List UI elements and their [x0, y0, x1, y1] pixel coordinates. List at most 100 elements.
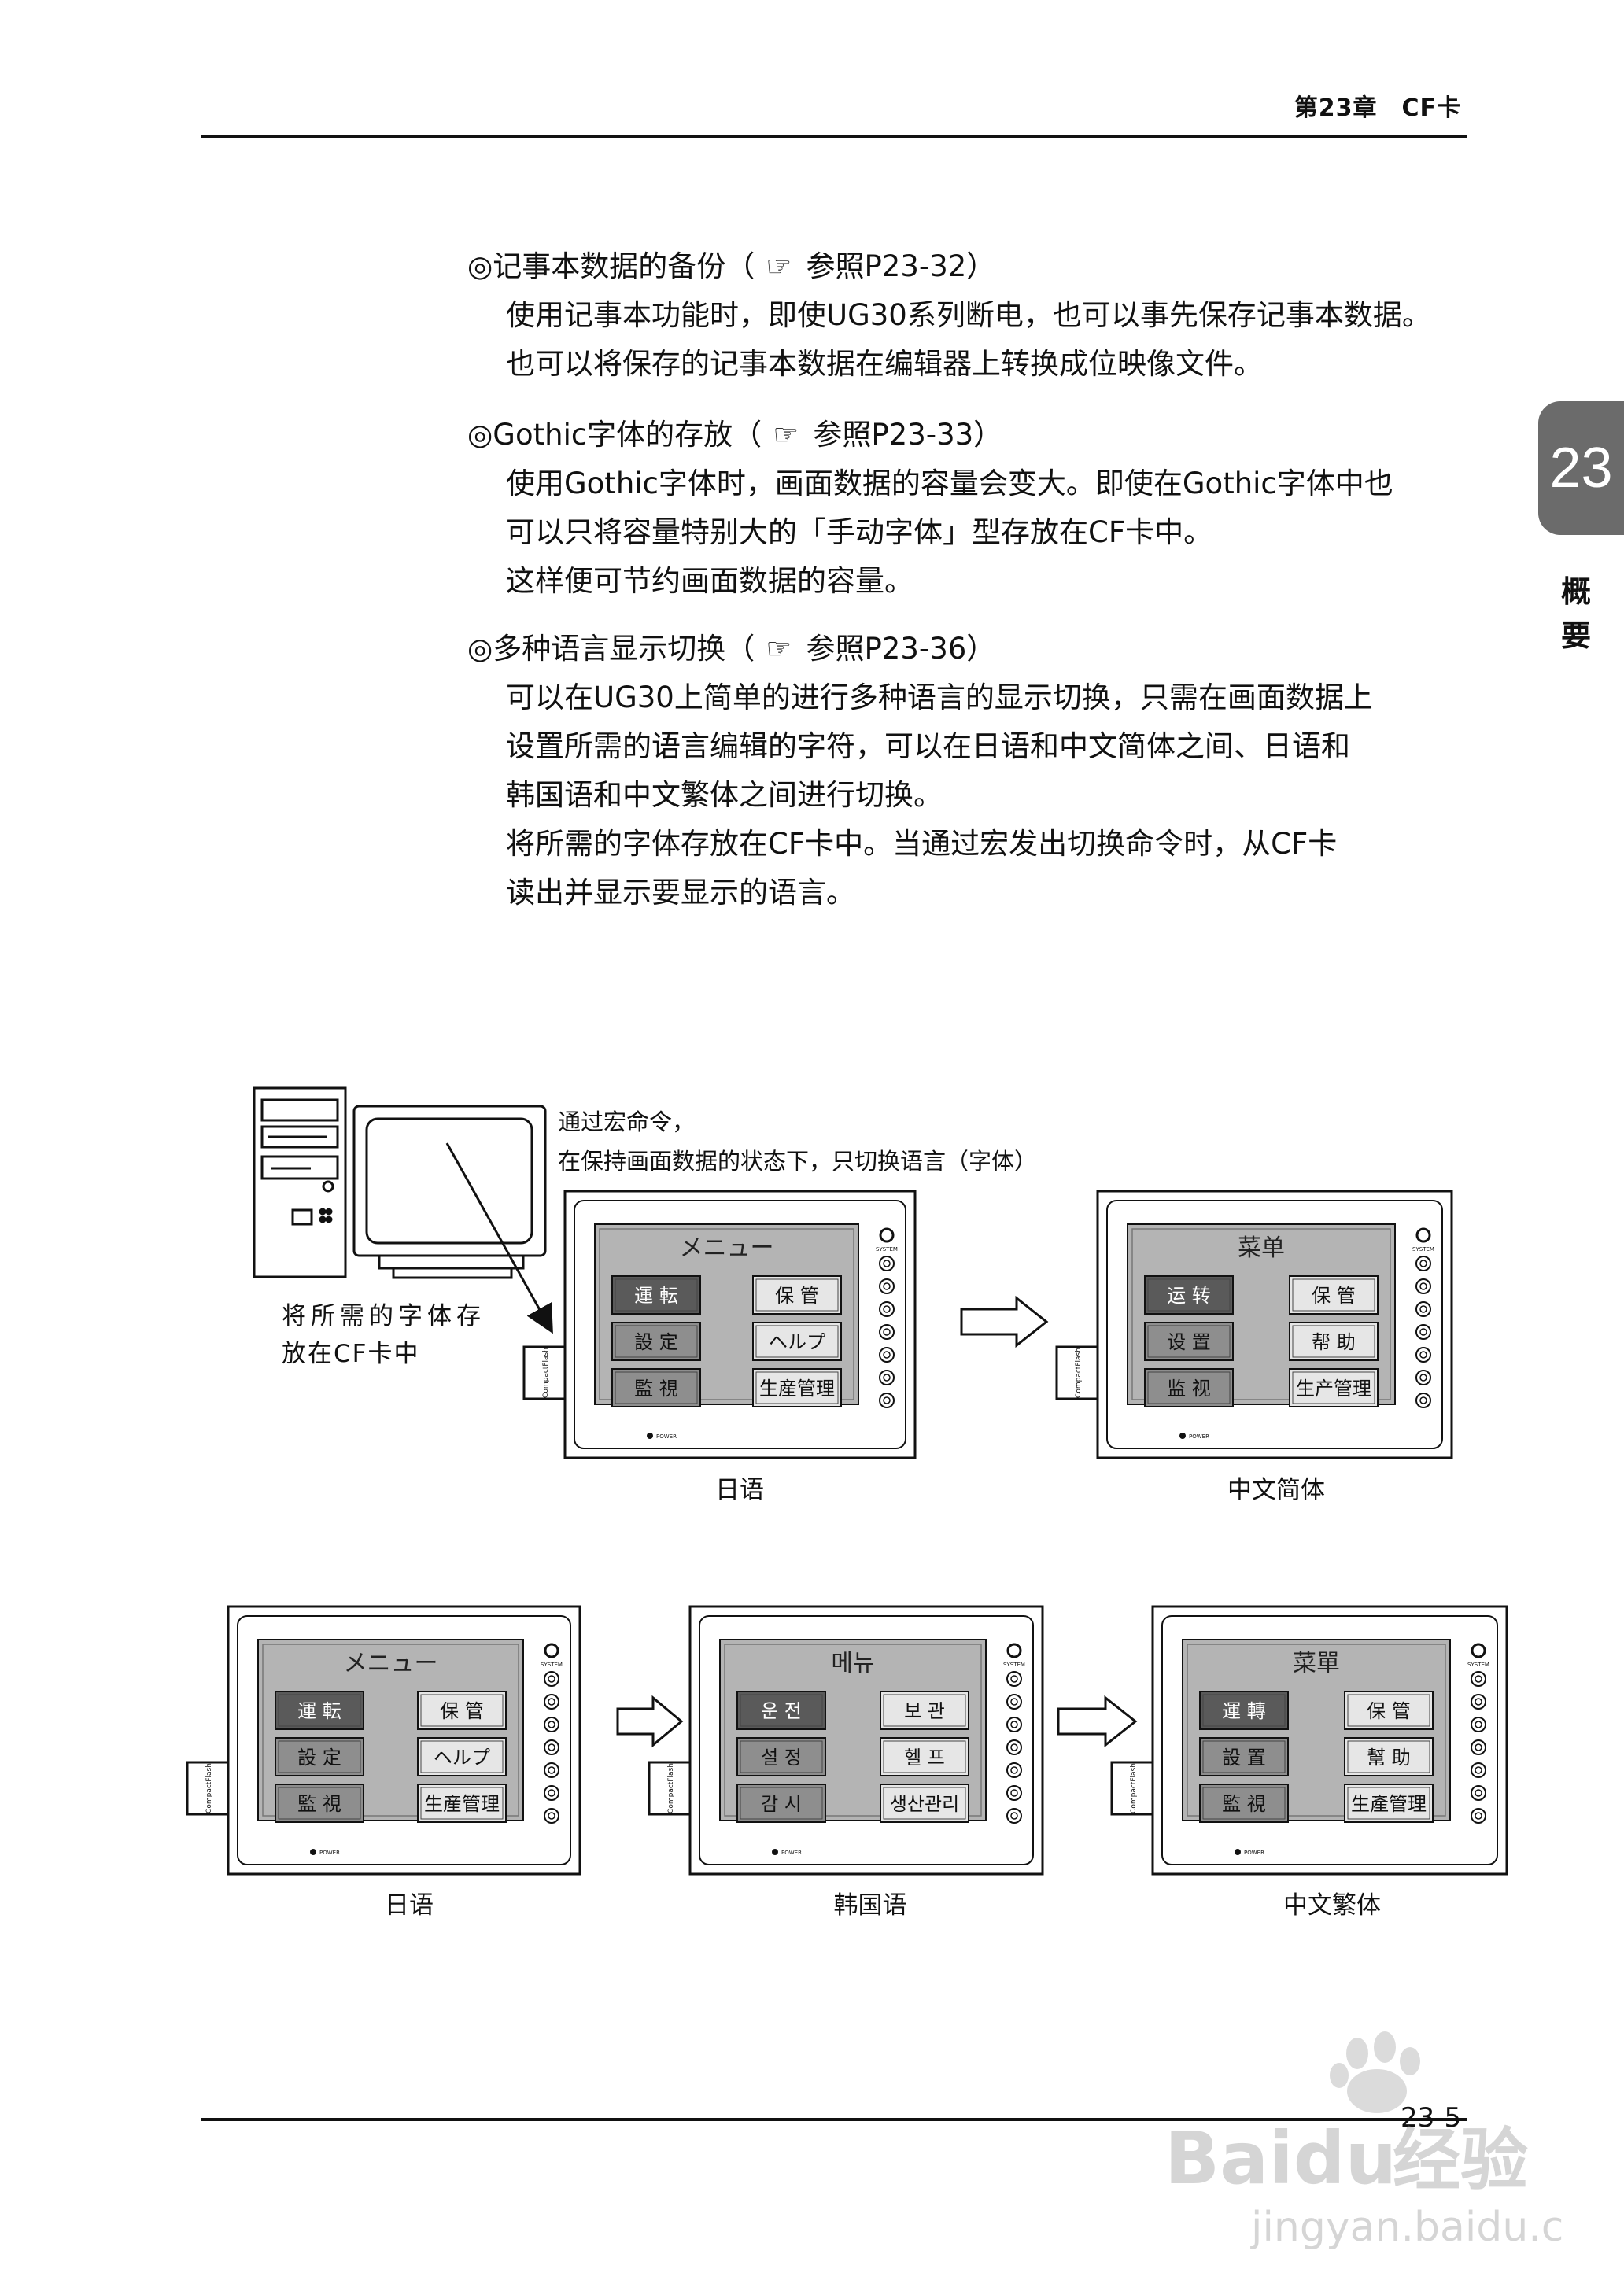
- screen-button-inner: [420, 1787, 504, 1820]
- function-key-icon: [1006, 1762, 1022, 1778]
- cf-card-label: CompactFlash: [1130, 1763, 1138, 1813]
- function-key-inner: [1419, 1396, 1427, 1404]
- screen-inner-frame: [599, 1228, 854, 1400]
- section-text-line: 设置所需的语言编辑的字符，可以在日语和中文简体之间、日语和: [506, 729, 1350, 763]
- function-key-icon: [1006, 1694, 1022, 1710]
- section-multilanguage: ◎多种语言显示切换（☞参照P23-36） 可以在UG30上简单的进行多种语言的显…: [467, 625, 1482, 917]
- screen-button-inner: [883, 1787, 966, 1820]
- screen-area: [257, 1639, 524, 1821]
- function-key-inner: [548, 1675, 555, 1683]
- screen-button-label: 生產管理: [1351, 1793, 1427, 1815]
- power-lamp-icon: [1179, 1433, 1186, 1439]
- screen-title: 메뉴: [831, 1650, 874, 1677]
- screen-button-label: 생산관리: [890, 1793, 959, 1815]
- section-text-line: 这样便可节约画面数据的容量。: [506, 564, 914, 598]
- function-key-inner: [883, 1260, 891, 1267]
- system-key-label: SYSTEM: [1412, 1246, 1434, 1252]
- cf-card-icon: [1110, 1761, 1161, 1816]
- power-lamp-icon: [1235, 1849, 1241, 1855]
- function-key-inner: [1010, 1789, 1018, 1797]
- function-key-inner: [1010, 1743, 1018, 1751]
- screen-button-inner: [420, 1740, 504, 1773]
- store-note-line2: 放在CF卡中: [282, 1340, 419, 1368]
- screen-button: [736, 1784, 826, 1823]
- function-key-inner: [883, 1396, 891, 1404]
- screen-button-label: 监 视: [1167, 1378, 1211, 1400]
- screen-button-inner: [615, 1371, 698, 1404]
- screen-button: [1199, 1737, 1289, 1776]
- function-key-icon: [879, 1370, 895, 1385]
- screen-button-label: 保 管: [440, 1700, 484, 1722]
- store-note-line1: 将所需的字体存: [282, 1302, 485, 1330]
- function-key-inner: [1475, 1743, 1482, 1751]
- screen-inner-frame: [262, 1644, 519, 1817]
- screen-button: [1344, 1737, 1434, 1776]
- panel-bezel: [227, 1605, 581, 1876]
- section-text-line: 也可以将保存的记事本数据在编辑器上转换成位映像文件。: [506, 347, 1263, 381]
- screen-button: [752, 1275, 842, 1315]
- screen-button: [611, 1275, 701, 1315]
- system-key-icon: [1415, 1227, 1431, 1243]
- screen-button-inner: [278, 1694, 361, 1727]
- screen-button-inner: [755, 1278, 839, 1312]
- screen-caption: 日语: [715, 1476, 764, 1504]
- switch-arrow-icon: [1057, 1695, 1138, 1748]
- panel-frame: [699, 1615, 1034, 1865]
- screen-button-label: 生産管理: [424, 1793, 500, 1815]
- function-key-inner: [1419, 1328, 1427, 1336]
- power-label: POWER: [1189, 1433, 1209, 1440]
- function-key-icon: [1415, 1256, 1431, 1271]
- panel-bezel: [1096, 1190, 1453, 1459]
- function-key-inner: [1475, 1789, 1482, 1797]
- screen-button: [417, 1737, 507, 1776]
- power-lamp-icon: [310, 1849, 316, 1855]
- function-key-icon: [879, 1256, 895, 1271]
- function-key-inner: [548, 1789, 555, 1797]
- function-key-icon: [1471, 1717, 1486, 1732]
- screen-button: [1144, 1368, 1234, 1407]
- screen-button: [736, 1691, 826, 1730]
- function-key-icon: [879, 1393, 895, 1408]
- function-key-icon: [879, 1347, 895, 1363]
- function-key-icon: [1006, 1808, 1022, 1824]
- screen-button: [752, 1368, 842, 1407]
- screen-title: 菜單: [1293, 1650, 1340, 1677]
- system-key-icon: [1471, 1643, 1486, 1658]
- function-key-inner: [1419, 1260, 1427, 1267]
- screen-area: [719, 1639, 987, 1821]
- screen-button-label: 設 定: [634, 1331, 678, 1353]
- screen-caption: 日语: [385, 1891, 434, 1920]
- macro-note-line2: 在保持画面数据的状态下，只切换语言（字体）: [558, 1148, 1037, 1175]
- function-key-icon: [1471, 1739, 1486, 1755]
- section-gothic-font: ◎Gothic字体的存放（☞参照P23-33） 使用Gothic字体时，画面数据…: [467, 411, 1482, 606]
- crt-monitor-icon: [352, 1105, 547, 1279]
- baidu-watermark: Baidu 经验 jingyan.baidu.com: [1164, 2031, 1566, 2251]
- system-key-label: SYSTEM: [541, 1662, 563, 1668]
- cf-card-label: CompactFlash: [667, 1763, 675, 1813]
- screen-button: [1289, 1275, 1379, 1315]
- cf-card-icon: [1055, 1345, 1105, 1400]
- cf-card-icon: [522, 1345, 573, 1400]
- function-key-inner: [883, 1282, 891, 1290]
- screen-button: [880, 1784, 969, 1823]
- function-key-icon: [544, 1785, 559, 1801]
- function-key-inner: [1475, 1812, 1482, 1820]
- screen-button-label: 生产管理: [1296, 1378, 1371, 1400]
- function-key-icon: [544, 1808, 559, 1824]
- function-key-inner: [1419, 1351, 1427, 1359]
- screen-button: [1344, 1691, 1434, 1730]
- function-key-inner: [548, 1721, 555, 1728]
- panel-bezel: [688, 1605, 1044, 1876]
- function-key-inner: [1010, 1766, 1018, 1774]
- page-number: 23-5: [1401, 2102, 1462, 2134]
- screen-button-inner: [1347, 1787, 1430, 1820]
- screen-button-inner: [755, 1371, 839, 1404]
- screen-button-inner: [1292, 1325, 1375, 1358]
- screen-button-label: 生産管理: [759, 1378, 835, 1400]
- screen-area: [594, 1223, 859, 1405]
- section-text-line: 韩国语和中文繁体之间进行切换。: [506, 778, 943, 812]
- hmi-panel: CompactFlashメニュー運 転保 管設 定ヘルプ監 視生産管理SYSTE…: [522, 1190, 917, 1504]
- screen-button-label: 運 轉: [1222, 1700, 1266, 1722]
- screen-button-inner: [740, 1694, 823, 1727]
